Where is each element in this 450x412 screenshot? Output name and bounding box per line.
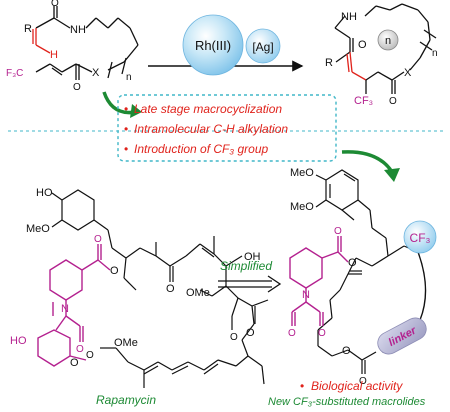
analog-o-1: O — [348, 257, 357, 269]
analog-o-5: O — [342, 345, 351, 357]
product-r: R — [325, 57, 333, 69]
rap-o-ester: O — [110, 265, 119, 277]
analog-o-6: O — [359, 376, 367, 387]
product-x: X — [404, 67, 412, 79]
feature-1: Late stage macrocyclization — [134, 102, 282, 116]
product-labels: n NH O R X O CF₃ n — [325, 11, 438, 107]
feature-bullet-1: • — [124, 102, 128, 116]
product-n: n — [432, 48, 438, 59]
rap-o-low: O — [86, 350, 94, 361]
ring-size-sphere — [377, 29, 399, 51]
rap-o-keto2: O — [246, 327, 255, 339]
rapamycin-name: Rapamycin — [96, 393, 156, 407]
analog-labels: MeO MeO N O O O O O O — [288, 167, 367, 387]
reactant-h: H — [50, 49, 58, 61]
feature-bullet-3: • — [124, 142, 128, 156]
biological-activity: Biological activity — [311, 379, 403, 393]
reactant-o2: O — [73, 82, 81, 93]
rap-o-ester2: O — [94, 234, 102, 245]
rap-ome-low: OMe — [114, 337, 138, 349]
rh-sphere — [182, 14, 244, 76]
reactant-nh: NH — [70, 24, 86, 36]
analog-o-4: O — [318, 328, 326, 339]
analog-n: N — [302, 289, 310, 301]
cf3-sphere — [403, 220, 437, 254]
analog-pipecolate — [289, 236, 349, 326]
reactant-o1: O — [51, 0, 59, 9]
features-box — [117, 94, 337, 162]
feature-bullet-2: • — [124, 122, 128, 136]
feature-3: Introduction of CF₃ group — [134, 142, 268, 156]
product-o2: O — [389, 96, 397, 107]
analog-meo-2: MeO — [290, 201, 314, 213]
rapamycin-labels: HO MeO N O O O O OH OMe O HO O O OMe O R… — [10, 187, 261, 407]
reactant-r: R — [24, 23, 32, 35]
product-o1: O — [358, 39, 367, 51]
activity-bullet: • — [300, 379, 304, 393]
rapamycin-pipecolate — [37, 244, 111, 367]
rap-o-enone: O — [230, 332, 238, 343]
product-cf3: CF₃ — [354, 95, 373, 107]
linker-badge-group: linker — [377, 317, 427, 355]
reactant-cf3: F₃C — [6, 68, 23, 79]
rap-o-keto1: O — [166, 283, 175, 295]
rap-ome-right: OMe — [186, 287, 210, 299]
additive-label: [Ag] — [252, 40, 273, 54]
rap-o-ring: O — [70, 357, 79, 369]
analog-o-2: O — [334, 226, 342, 237]
reactant-labels: R NH H O F₃C X O n — [6, 0, 132, 93]
rap-oh: OH — [244, 251, 261, 263]
ring-size-label: n — [385, 35, 391, 47]
right-curved-arrow — [341, 150, 394, 174]
analog-o-3: O — [288, 328, 296, 339]
right-curved-arrow-head — [384, 168, 400, 182]
macrolides-caption: New CF₃-substituted macrolides — [268, 396, 426, 408]
rap-ho-hemi: HO — [10, 335, 27, 347]
features-list: • Late stage macrocyclization • Intramol… — [124, 102, 288, 156]
feature-2: Intramolecular C-H alkylation — [134, 122, 288, 136]
reactant-x: X — [92, 67, 100, 79]
reactant-structure — [32, 6, 139, 80]
cf3-badge: CF₃ — [410, 231, 431, 245]
product-nh: NH — [341, 11, 357, 23]
ag-sphere — [245, 28, 281, 64]
left-curved-arrow-head — [130, 104, 142, 118]
analog-meo-1: MeO — [290, 167, 314, 179]
rap-ho-top: HO — [36, 187, 53, 199]
rap-o-amide: O — [76, 344, 84, 355]
reactant-n: n — [126, 72, 132, 83]
simplified-label: Simplified — [220, 259, 272, 273]
product-structure — [334, 3, 437, 94]
simplified-arrow — [218, 275, 282, 293]
catalyst-label: Rh(III) — [195, 38, 231, 53]
rapamycin-structure — [51, 189, 269, 388]
linker-pill — [377, 317, 427, 355]
rap-meo: MeO — [26, 223, 50, 235]
rap-n: N — [61, 303, 69, 315]
